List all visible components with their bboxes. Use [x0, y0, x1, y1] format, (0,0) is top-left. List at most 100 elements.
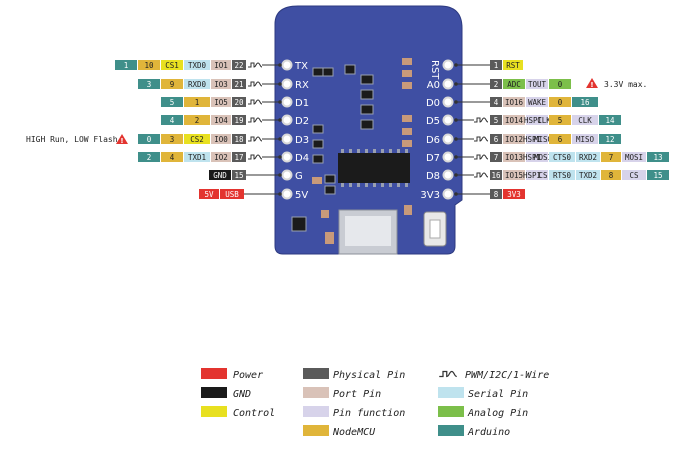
row-tx: 1 10 CS1 TXD0 IO1 22 [115, 60, 282, 70]
right-labels: 1 RST 2 ADC TOUT 0 ! 3.3V max. 4 IO16 WA… [454, 60, 669, 199]
svg-text:IO15: IO15 [505, 171, 523, 180]
svg-text:!: ! [590, 81, 593, 89]
svg-text:CS1: CS1 [165, 61, 179, 70]
svg-text:12: 12 [605, 135, 614, 144]
svg-text:3: 3 [147, 80, 152, 89]
pin-label-5v: 5V [295, 190, 308, 201]
row-d2: 4 2 IO4 19 [161, 115, 282, 125]
svg-text:CS2: CS2 [190, 135, 204, 144]
svg-text:IO4: IO4 [214, 116, 228, 125]
row-d7: 7 IO13 HSPI MOSI CTS0 RXD2 7 MOSI 13 [454, 152, 669, 162]
svg-text:5: 5 [170, 98, 175, 107]
row-5v: 5V USB [199, 189, 282, 199]
svg-text:MISO: MISO [534, 135, 553, 144]
svg-text:MOSI: MOSI [625, 153, 643, 162]
svg-text:5: 5 [558, 116, 563, 125]
svg-text:IO0: IO0 [214, 135, 228, 144]
svg-text:HSPI: HSPI [524, 116, 542, 125]
legend-swatch-port-pin [303, 387, 329, 398]
svg-text:TXD1: TXD1 [188, 153, 206, 162]
right-pin-holes [442, 59, 454, 200]
pin-label-d7: D7 [426, 153, 440, 164]
pin-label-d8: D8 [426, 171, 440, 182]
svg-text:22: 22 [234, 61, 243, 70]
svg-text:Control: Control [233, 408, 275, 419]
svg-text:RXD0: RXD0 [188, 80, 207, 89]
svg-text:1: 1 [124, 61, 129, 70]
svg-text:CLK: CLK [537, 116, 551, 125]
svg-text:GND: GND [233, 389, 251, 400]
svg-text:Physical Pin: Physical Pin [333, 370, 405, 381]
left-pin-holes [281, 59, 293, 200]
svg-text:TOUT: TOUT [528, 80, 547, 89]
legend-swatch-control [201, 406, 227, 417]
svg-text:4: 4 [494, 98, 499, 107]
row-d0: 4 IO16 WAKE 0 16 [454, 97, 598, 107]
svg-text:0: 0 [558, 80, 563, 89]
svg-text:6: 6 [494, 135, 499, 144]
legend-swatch-physical-pin [303, 368, 329, 379]
row-rx: 3 9 RXD0 IO3 21 [138, 79, 282, 89]
svg-text:10: 10 [144, 61, 154, 70]
svg-text:5: 5 [494, 116, 499, 125]
svg-text:HSPI: HSPI [523, 153, 541, 162]
legend-swatch-analog-pin [438, 406, 464, 417]
svg-text:16: 16 [491, 171, 501, 180]
row-g: GND 15 [209, 170, 282, 180]
svg-text:4: 4 [170, 153, 175, 162]
svg-text:ADC: ADC [507, 80, 521, 89]
svg-text:20: 20 [234, 98, 244, 107]
svg-text:NodeMCU: NodeMCU [332, 427, 376, 438]
svg-text:9: 9 [170, 80, 175, 89]
legend: Power GND Control Physical Pin Port Pin … [201, 368, 549, 438]
pin-label-d5: D5 [426, 116, 440, 127]
warning-icon [586, 78, 598, 88]
svg-text:Pin function: Pin function [333, 408, 405, 419]
svg-text:IO12: IO12 [505, 135, 523, 144]
svg-text:TXD2: TXD2 [579, 171, 597, 180]
svg-text:HSPI: HSPI [523, 135, 541, 144]
row-d3: HIGH Run, LOW Flash ! 0 3 CS2 IO0 18 [26, 134, 282, 145]
svg-text:IO2: IO2 [214, 153, 228, 162]
row-a0: 2 ADC TOUT 0 ! 3.3V max. [454, 78, 647, 89]
row-d4: 2 4 TXD1 IO2 17 [138, 152, 282, 162]
svg-text:19: 19 [234, 116, 243, 125]
smd-components [291, 64, 374, 232]
svg-text:MOSI: MOSI [534, 153, 552, 162]
svg-text:Serial Pin: Serial Pin [468, 389, 528, 400]
row-3v3: 8 3V3 [454, 189, 525, 199]
legend-swatch-serial-pin [438, 387, 464, 398]
pin-label-g: G [295, 171, 303, 182]
svg-text:CTS0: CTS0 [553, 153, 572, 162]
svg-text:IO1: IO1 [214, 61, 228, 70]
pin-label-d0: D0 [426, 98, 440, 109]
svg-text:WAKE: WAKE [528, 98, 547, 107]
svg-text:5V: 5V [204, 190, 214, 199]
svg-text:IO14: IO14 [505, 116, 524, 125]
svg-text:IO5: IO5 [214, 98, 228, 107]
svg-text:16: 16 [580, 98, 590, 107]
svg-text:CS: CS [538, 171, 548, 180]
row-rst: 1 RST [454, 60, 523, 70]
svg-text:IO3: IO3 [214, 80, 228, 89]
svg-text:15: 15 [234, 171, 243, 180]
svg-text:8: 8 [609, 171, 614, 180]
svg-text:IO13: IO13 [505, 153, 523, 162]
pin-label-d4: D4 [295, 153, 309, 164]
pin-label-3v3: 3V3 [420, 190, 440, 201]
svg-text:4: 4 [170, 116, 175, 125]
svg-text:21: 21 [234, 80, 243, 89]
svg-text:7: 7 [494, 153, 499, 162]
pin-label-d2: D2 [295, 116, 309, 127]
pin-label-a0: A0 [427, 80, 440, 91]
svg-text:Port Pin: Port Pin [333, 389, 381, 400]
warning-icon [116, 134, 128, 144]
row-d6: 6 IO12 HSPI MISO 6 MISO 12 [454, 134, 621, 144]
svg-text:PWM/I2C/1-Wire: PWM/I2C/1-Wire [465, 370, 549, 381]
svg-text:CS: CS [629, 171, 639, 180]
pin-label-tx: TX [294, 61, 308, 72]
svg-text:2: 2 [147, 153, 152, 162]
svg-text:!: ! [120, 137, 123, 145]
svg-text:17: 17 [234, 153, 243, 162]
